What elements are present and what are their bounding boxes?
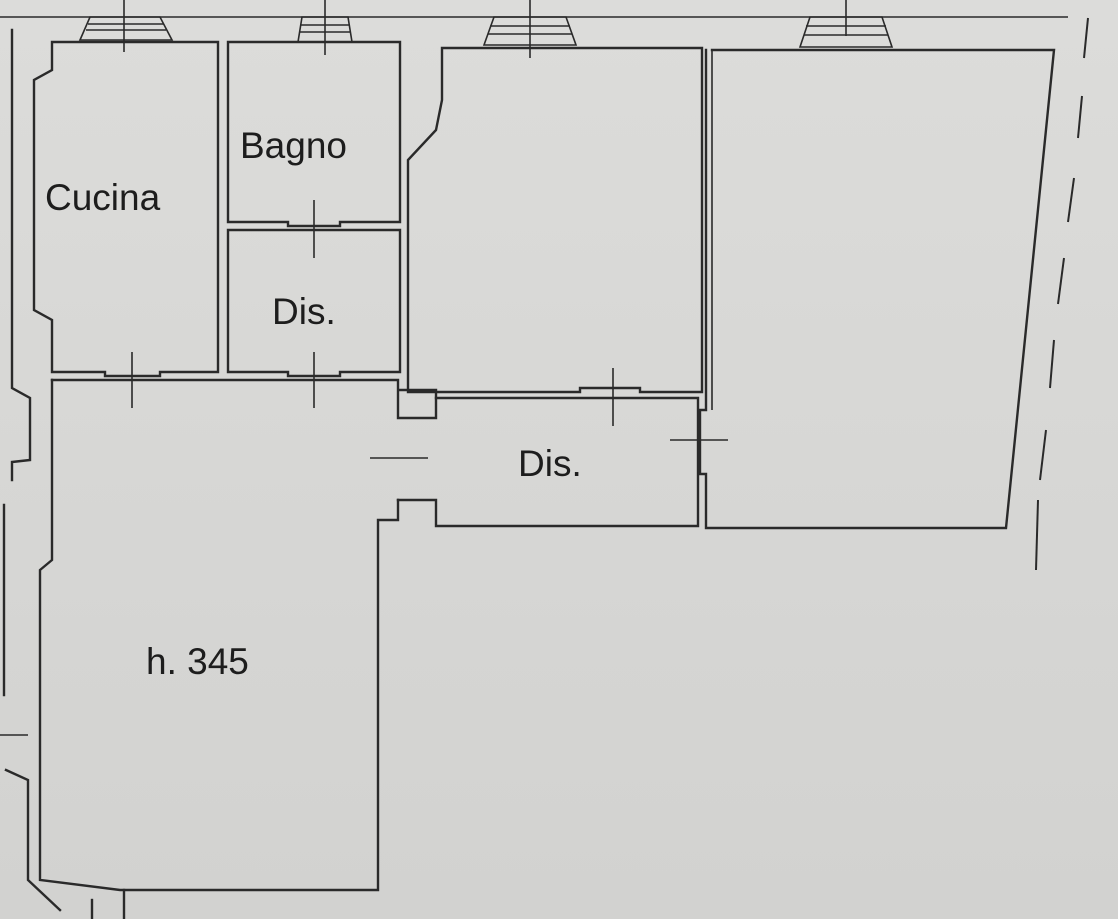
room-label-bagno: Bagno xyxy=(240,125,347,166)
main-room-outline xyxy=(38,378,400,892)
room-label-dis-upper: Dis. xyxy=(272,291,336,332)
room-label-cucina: Cucina xyxy=(45,177,161,218)
dis-lower-wall xyxy=(396,396,700,528)
room-4-wall xyxy=(698,48,1056,530)
window-room-3 xyxy=(482,0,578,58)
main-room-wall xyxy=(50,378,438,420)
dashed-boundary xyxy=(1035,17,1089,571)
cucina-wall xyxy=(32,40,220,378)
window-cucina xyxy=(78,0,174,52)
room-label-dis-lower: Dis. xyxy=(518,443,582,484)
left-building-edge xyxy=(10,28,32,482)
room-label-main-height: h. 345 xyxy=(146,641,249,682)
dis-upper-wall xyxy=(226,228,402,378)
left-edge-bottom xyxy=(4,768,62,912)
window-bagno xyxy=(297,0,353,55)
window-room-4 xyxy=(798,0,894,48)
room-3-wall xyxy=(406,46,704,394)
bagno-wall xyxy=(226,40,402,228)
